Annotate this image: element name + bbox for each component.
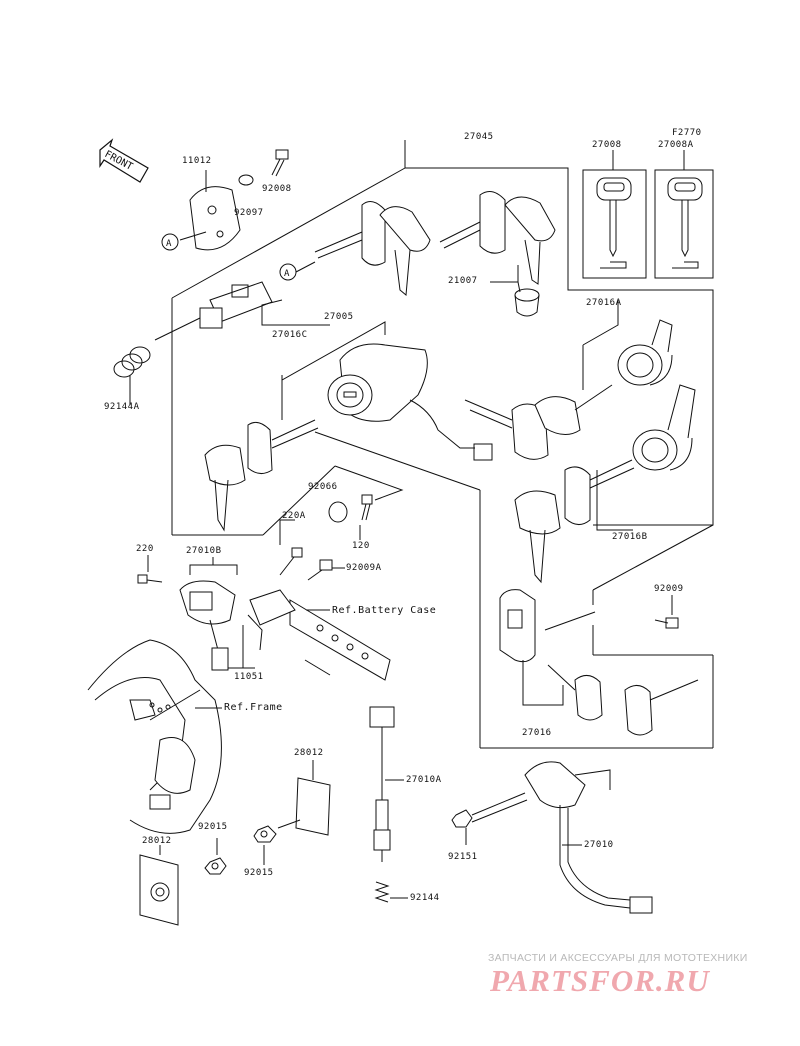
key-pair-top-icon bbox=[314, 200, 431, 296]
spring-92144-icon bbox=[374, 881, 390, 903]
seat-lock-27016-icon bbox=[499, 589, 536, 663]
pad-28012-icon bbox=[277, 777, 331, 836]
screw-92009a-icon bbox=[307, 559, 333, 581]
part-label-21007: 21007 bbox=[448, 276, 478, 286]
part-label-27005: 27005 bbox=[324, 312, 354, 322]
part-label-92151: 92151 bbox=[448, 852, 478, 862]
front-arrow-icon bbox=[99, 138, 149, 183]
battery-case-bracket-icon bbox=[247, 589, 391, 681]
key-blank-27008a-icon bbox=[667, 177, 703, 269]
part-label-11012: 11012 bbox=[182, 156, 212, 166]
part-label-92015-upper: 92015 bbox=[198, 822, 228, 832]
connector-27010a-icon bbox=[369, 706, 395, 862]
part-label-27010a: 27010A bbox=[406, 775, 442, 785]
spring-92144a-icon bbox=[113, 346, 151, 378]
part-label-11051: 11051 bbox=[234, 672, 264, 682]
bolt-220a-icon bbox=[279, 547, 303, 576]
part-label-92097: 92097 bbox=[234, 208, 264, 218]
part-label-92144: 92144 bbox=[410, 893, 440, 903]
ignition-switch-27005-icon bbox=[327, 343, 493, 461]
part-label-27016: 27016 bbox=[522, 728, 552, 738]
part-label-27010b: 27010B bbox=[186, 546, 222, 556]
key-pair-27016b-icon bbox=[514, 459, 635, 584]
key-blank-27008-box bbox=[582, 169, 647, 279]
part-label-27008: 27008 bbox=[592, 140, 622, 150]
cap-21007-icon bbox=[514, 288, 540, 317]
key-pair-27016a-icon bbox=[464, 384, 613, 460]
screw-92009-icon bbox=[654, 617, 679, 629]
cap-92066-icon bbox=[328, 501, 348, 523]
key-pair-27016-icon bbox=[547, 664, 699, 736]
part-label-27008a: 27008A bbox=[658, 140, 694, 150]
nut-92015-b-icon bbox=[253, 825, 277, 843]
nut-92015-icon bbox=[204, 857, 227, 875]
lock-cylinder-27016c-icon bbox=[154, 281, 273, 341]
part-label-92009: 92009 bbox=[654, 584, 684, 594]
part-label-92066: 92066 bbox=[308, 482, 338, 492]
watermark-tagline: ЗАПЧАСТИ И АКСЕССУАРЫ ДЛЯ МОТОТЕХНИКИ bbox=[488, 952, 748, 964]
switch-27010b-icon bbox=[179, 580, 236, 671]
part-label-27010: 27010 bbox=[584, 840, 614, 850]
bolt-92151-icon bbox=[451, 792, 528, 828]
ref-frame-label: Ref.Frame bbox=[224, 702, 283, 713]
part-label-27016b: 27016B bbox=[612, 532, 648, 542]
switch-27010-icon bbox=[524, 761, 653, 914]
ref-a-label-1: A bbox=[166, 239, 172, 249]
ref-battery-case-label: Ref.Battery Case bbox=[332, 605, 437, 616]
bracket-plate-11012-icon bbox=[179, 170, 241, 251]
figure-code: F2770 bbox=[672, 128, 702, 138]
lock-27016a-icon bbox=[617, 319, 673, 386]
part-label-92015-lower: 92015 bbox=[244, 868, 274, 878]
part-label-27016c: 27016C bbox=[272, 330, 308, 340]
key-set-27045-outline bbox=[405, 167, 714, 526]
washer-92097-icon bbox=[238, 174, 254, 186]
part-label-220a: 220A bbox=[282, 511, 306, 521]
pad-28012-lower-icon bbox=[139, 854, 179, 926]
part-label-28012-lower: 28012 bbox=[142, 836, 172, 846]
frame-icon bbox=[87, 639, 222, 834]
part-label-220: 220 bbox=[136, 544, 154, 554]
part-label-92008: 92008 bbox=[262, 184, 292, 194]
lock-27016b-icon bbox=[632, 384, 696, 471]
key-pair-21007-icon bbox=[439, 190, 556, 285]
bolt-92008-icon bbox=[271, 149, 289, 177]
screw-120-icon bbox=[361, 494, 373, 521]
part-label-120: 120 bbox=[352, 541, 370, 551]
part-label-27016a: 27016A bbox=[586, 298, 622, 308]
key-pair-27005-icon bbox=[204, 419, 319, 532]
screw-220-icon bbox=[137, 574, 163, 584]
part-label-27045: 27045 bbox=[464, 132, 494, 142]
part-label-92144a: 92144A bbox=[104, 402, 140, 412]
key-blank-27008-icon bbox=[596, 177, 632, 269]
part-label-28012-upper: 28012 bbox=[294, 748, 324, 758]
ref-a-label-2: A bbox=[284, 269, 290, 279]
part-label-92009a: 92009A bbox=[346, 563, 382, 573]
watermark-logo: PARTSFOR.RU bbox=[490, 963, 710, 998]
